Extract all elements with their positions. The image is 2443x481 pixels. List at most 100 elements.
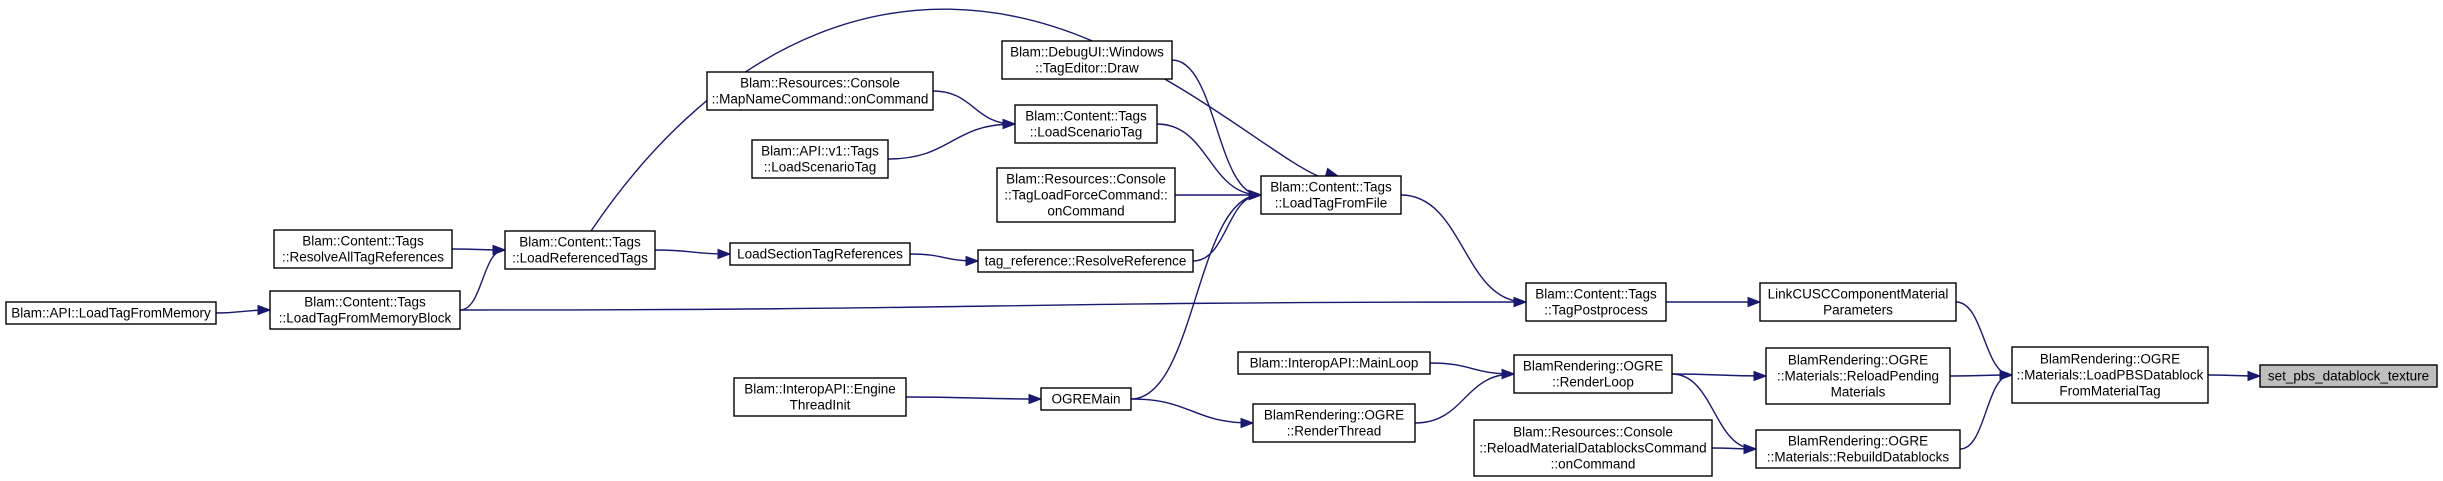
node-loadscenariotag[interactable]: Blam::Content::Tags::LoadScenarioTag: [1014, 104, 1158, 144]
edge-arrowhead: [1747, 296, 1762, 308]
node-debugui[interactable]: Blam::DebugUI::Windows::TagEditor::Draw: [1001, 40, 1173, 80]
edge-line: [1671, 373, 1756, 450]
edge-line: [1400, 194, 1526, 303]
node-reloadpending[interactable]: BlamRendering::OGRE::Materials::ReloadPe…: [1765, 347, 1951, 405]
edge-interop_enginethread-to-ogremain: [905, 393, 1043, 405]
node-label: Blam::Content::Tags: [519, 235, 641, 250]
edge-arrowhead: [1240, 417, 1255, 429]
edge-linkcusc-to-loadpbs: [1955, 301, 2014, 381]
edge-line: [1671, 373, 1766, 377]
edge-interop_mainloop-to-renderloop: [1429, 362, 1516, 380]
node-label: LoadSectionTagReferences: [737, 247, 903, 262]
edge-arrowhead: [1743, 443, 1758, 455]
node-label: LinkCUSCComponentMaterial: [1768, 287, 1949, 302]
edge-renderloop-to-reloadpending: [1671, 370, 1768, 382]
node-reloadmatcmd[interactable]: Blam::Resources::Console::ReloadMaterial…: [1473, 419, 1713, 477]
node-label: ::RenderLoop: [1552, 375, 1634, 390]
node-label: BlamRendering::OGRE: [1523, 359, 1663, 374]
node-mapnamecmd[interactable]: Blam::Resources::Console::MapNameCommand…: [706, 71, 934, 111]
node-tagpost[interactable]: Blam::Content::Tags::TagPostprocess: [1525, 282, 1667, 322]
node-box: [1759, 282, 1957, 322]
node-label: Parameters: [1823, 303, 1893, 318]
node-resolvealltagrefs[interactable]: Blam::Content::Tags::ResolveAllTagRefere…: [273, 229, 453, 269]
node-label: FromMaterialTag: [2059, 384, 2160, 399]
edge-ogremain-to-renderthread: [1130, 398, 1255, 429]
node-loadsectiontagrefs[interactable]: LoadSectionTagReferences: [729, 242, 911, 266]
node-label: ThreadInit: [790, 398, 851, 413]
node-box: [1252, 403, 1416, 443]
node-box: [1001, 40, 1173, 80]
node-label: ::MapNameCommand::onCommand: [712, 92, 929, 107]
node-label: Blam::Resources::Console: [1513, 425, 1673, 440]
edge-loadpbs-to-set_pbs: [2207, 370, 2262, 382]
node-rebuild[interactable]: BlamRendering::OGRE::Materials::RebuildD…: [1755, 429, 1961, 469]
node-label: BlamRendering::OGRE: [1788, 434, 1928, 449]
node-box: [1755, 429, 1961, 469]
edge-ogremain-to-loadtagfromfile: [1130, 189, 1263, 400]
edge-arrowhead: [1999, 369, 2014, 381]
edge-arrowhead: [1028, 393, 1043, 405]
node-ogremain[interactable]: OGREMain: [1040, 387, 1132, 411]
node-label: Blam::API::v1::Tags: [761, 144, 879, 159]
node-tagloadforce[interactable]: Blam::Resources::Console::TagLoadForceCo…: [996, 167, 1176, 223]
node-interop_mainloop[interactable]: Blam::InteropAPI::MainLoop: [1237, 351, 1431, 375]
edge-loadtagfrommemblock-to-tagpost: [459, 296, 1528, 311]
node-label: ::LoadTagFromMemoryBlock: [279, 311, 452, 326]
edge-line: [932, 90, 1015, 125]
edge-renderthread-to-renderloop: [1414, 368, 1516, 424]
node-label: Blam::Resources::Console: [740, 76, 900, 91]
node-box: [2259, 364, 2438, 388]
edge-arrowhead: [2247, 370, 2262, 382]
edge-api_v1_loadscenario-to-loadscenariotag: [887, 118, 1017, 160]
node-box: [1040, 387, 1132, 411]
edge-line: [1414, 373, 1514, 424]
node-api_v1_loadscenario[interactable]: Blam::API::v1::Tags::LoadScenarioTag: [751, 139, 889, 179]
node-box: [1525, 282, 1667, 322]
edge-line: [1192, 194, 1261, 262]
edge-loadreferencedtags-to-loadtagfromfile: [590, 8, 1340, 232]
node-renderloop[interactable]: BlamRendering::OGRE::RenderLoop: [1513, 354, 1673, 394]
node-label: BlamRendering::OGRE: [1788, 353, 1928, 368]
edge-tagpost-to-linkcusc: [1666, 296, 1762, 308]
edge-resolveref-to-loadtagfromfile: [1192, 189, 1263, 262]
node-set_pbs[interactable]: set_pbs_datablock_texture: [2259, 364, 2438, 388]
node-box: [729, 242, 911, 266]
node-label: Blam::DebugUI::Windows: [1010, 45, 1164, 60]
node-label: ::TagEditor::Draw: [1035, 61, 1139, 76]
node-api_loadtagfrommemory[interactable]: Blam::API::LoadTagFromMemory: [5, 301, 217, 325]
node-resolveref[interactable]: tag_reference::ResolveReference: [977, 249, 1194, 273]
edge-line: [1130, 194, 1261, 400]
node-loadtagfromfile[interactable]: Blam::Content::Tags::LoadTagFromFile: [1260, 175, 1402, 215]
edge-line: [590, 8, 1319, 232]
node-renderthread[interactable]: BlamRendering::OGRE::RenderThread: [1252, 403, 1416, 443]
node-label: Blam::Content::Tags: [304, 295, 426, 310]
node-label: set_pbs_datablock_texture: [2268, 369, 2429, 384]
edge-arrowhead: [1002, 118, 1017, 130]
edge-loadsectiontagrefs-to-resolveref: [909, 253, 980, 267]
node-label: Blam::Resources::Console: [1006, 172, 1166, 187]
node-box: [996, 167, 1176, 223]
edge-debugui-to-loadtagfromfile: [1171, 59, 1263, 201]
edge-loadtagfromfile-to-tagpost: [1400, 194, 1528, 308]
node-label: OGREMain: [1051, 392, 1120, 407]
edge-line: [905, 396, 1041, 400]
edge-line: [1959, 374, 2012, 450]
node-label: ::LoadScenarioTag: [764, 160, 877, 175]
node-label: Blam::InteropAPI::Engine: [744, 382, 896, 397]
node-loadreferencedtags[interactable]: Blam::Content::Tags::LoadReferencedTags: [504, 230, 656, 270]
node-label: Blam::Content::Tags: [1535, 287, 1657, 302]
node-box: [5, 301, 217, 325]
node-loadpbs[interactable]: BlamRendering::OGRE::Materials::LoadPBSD…: [2011, 346, 2209, 404]
node-box: [273, 229, 453, 269]
node-label: onCommand: [1047, 204, 1124, 219]
node-box: [706, 71, 934, 111]
edge-loadtagfrommemblock-to-loadreferencedtags: [459, 244, 507, 311]
node-label: ::LoadTagFromFile: [1275, 196, 1388, 211]
node-box: [2011, 346, 2209, 404]
node-label: ::onCommand: [1551, 457, 1636, 472]
node-label: Blam::Content::Tags: [1025, 109, 1147, 124]
node-loadtagfrommemblock[interactable]: Blam::Content::Tags::LoadTagFromMemoryBl…: [269, 290, 461, 330]
